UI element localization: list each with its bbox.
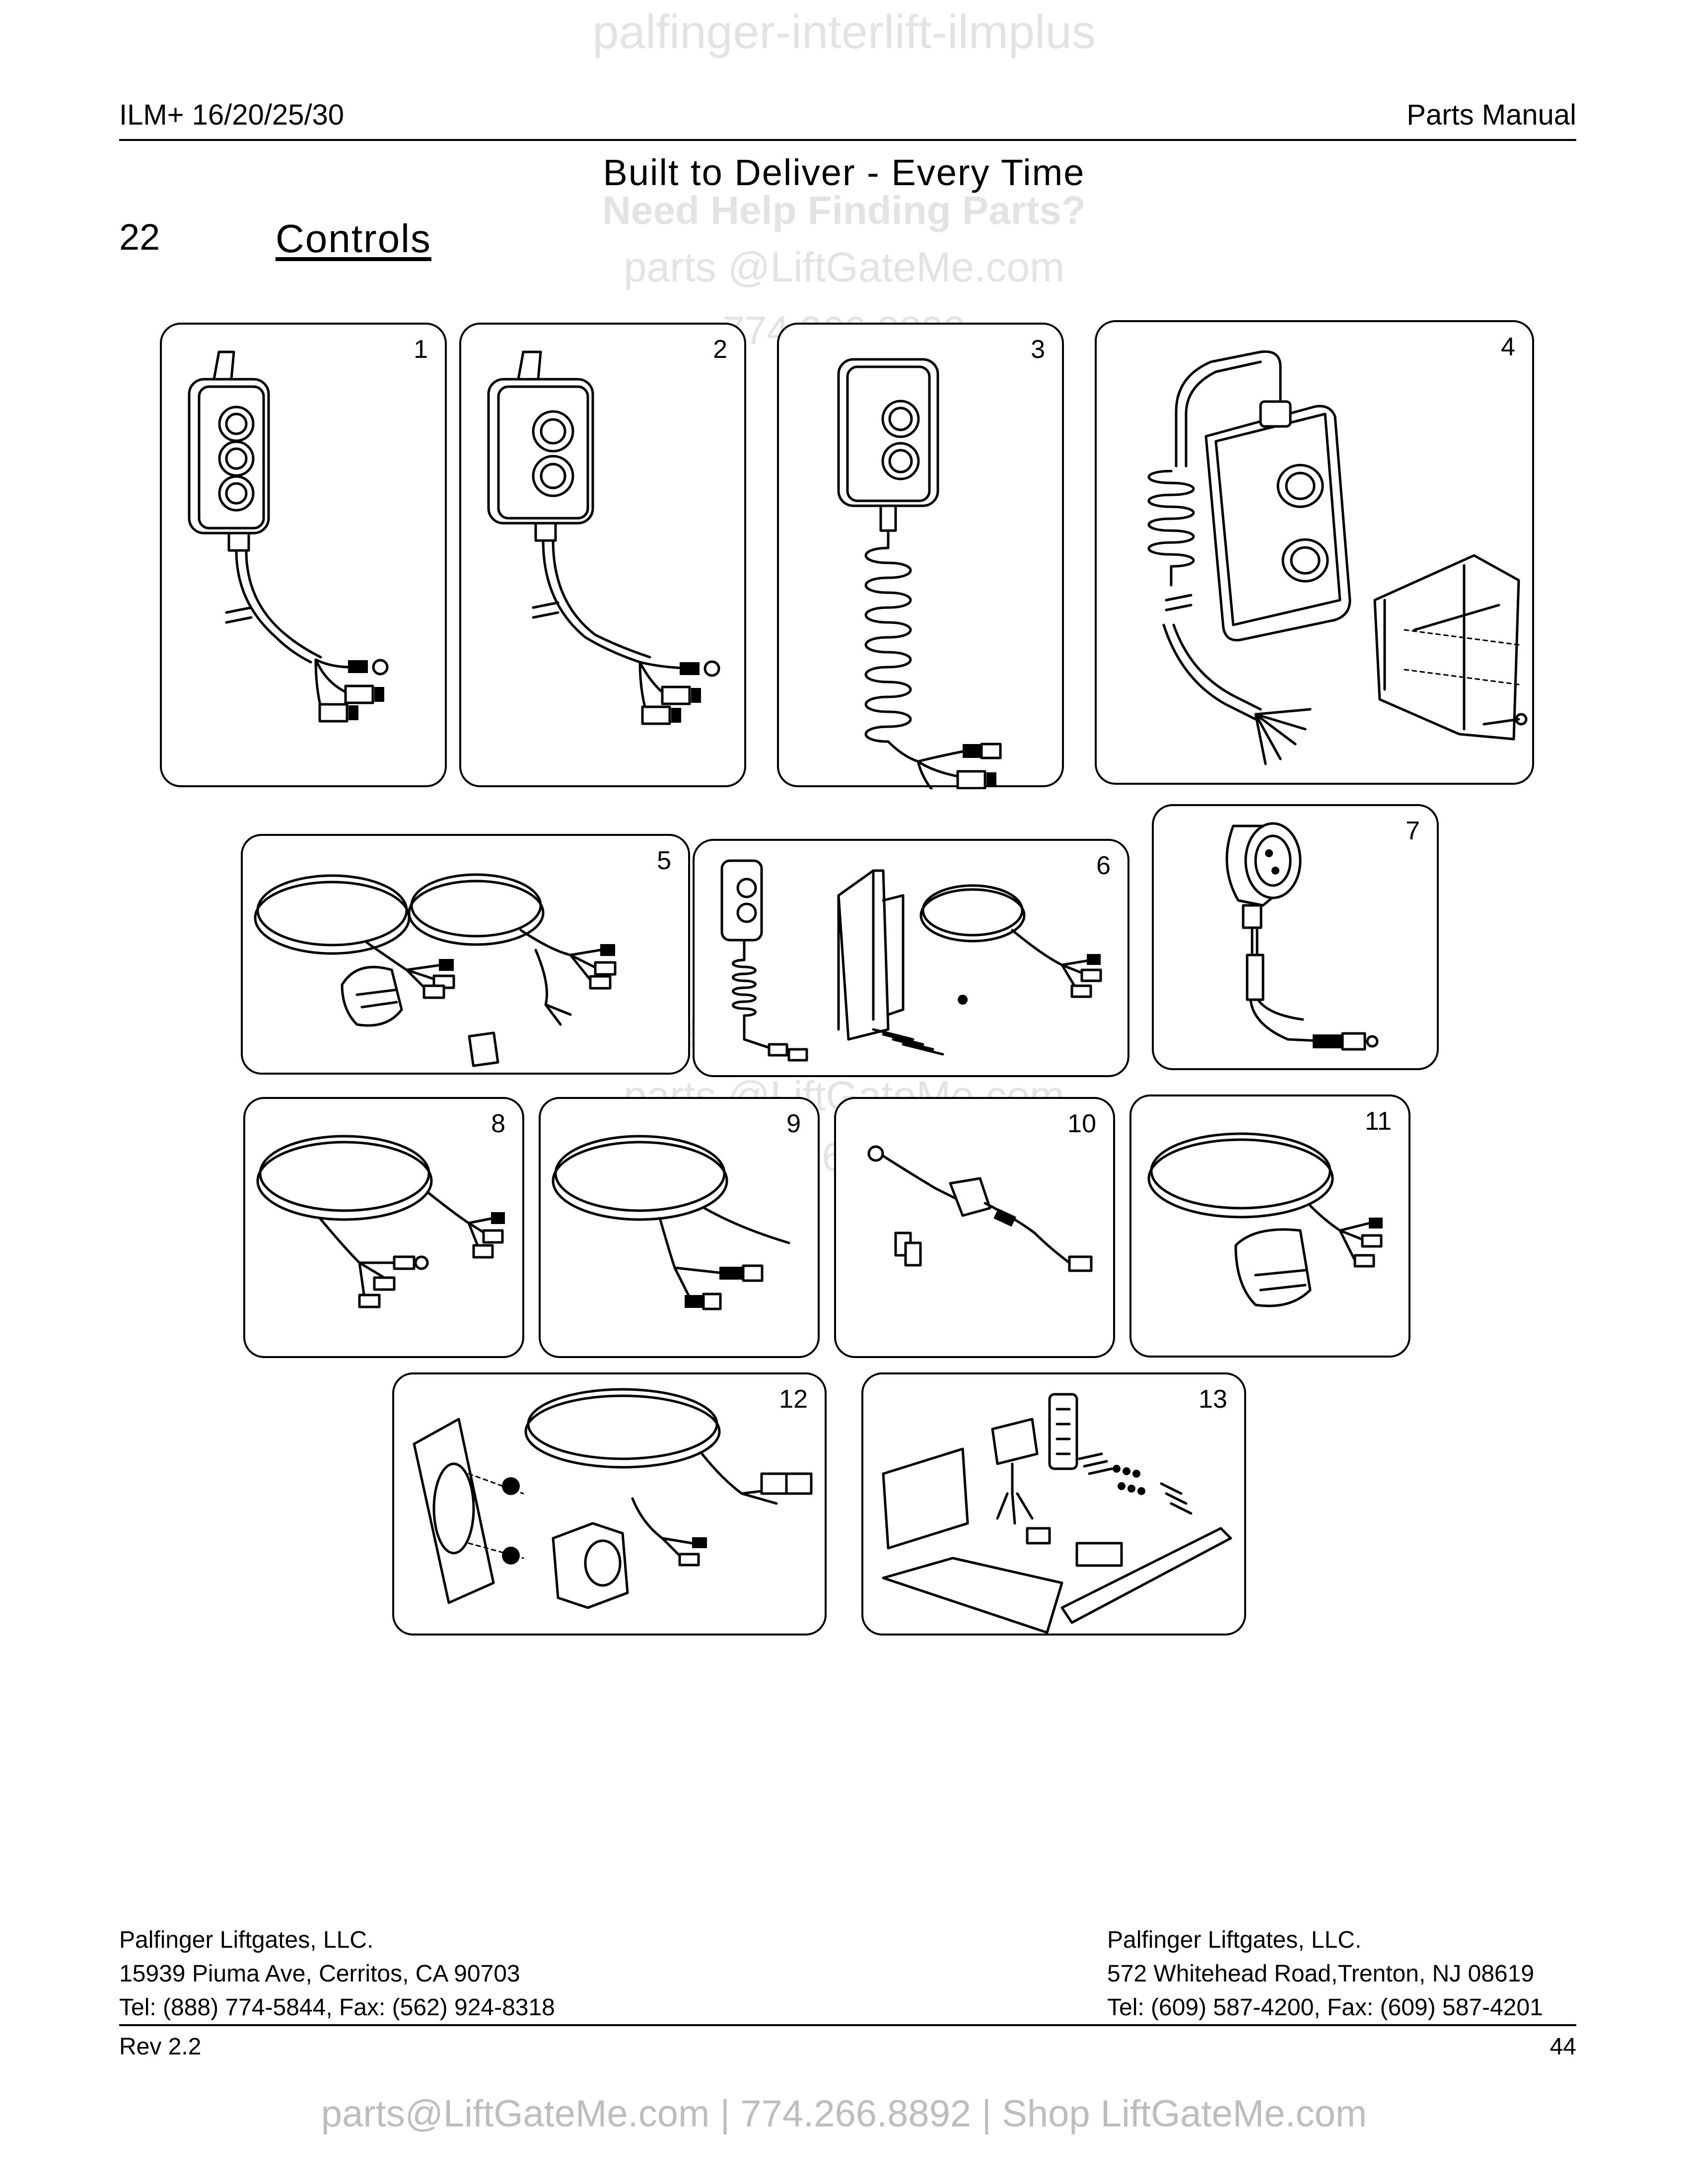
section-number: 22 bbox=[119, 216, 160, 258]
part-panel-10: 10 bbox=[834, 1097, 1115, 1358]
part-illustration-2 bbox=[487, 350, 720, 725]
footer-left-address: 15939 Piuma Ave, Cerritos, CA 90703 bbox=[119, 1961, 520, 1987]
part-number-4: 4 bbox=[1501, 333, 1515, 361]
part-illustration-11 bbox=[1147, 1132, 1383, 1307]
tagline: Built to Deliver - Every Time bbox=[603, 152, 1085, 193]
footer-revision: Rev 2.2 bbox=[119, 2034, 202, 2060]
footer-page-number: 44 bbox=[1549, 2034, 1576, 2060]
watermark-email-1: parts @LiftGateMe.com bbox=[623, 244, 1065, 290]
part-illustration-13 bbox=[882, 1393, 1232, 1634]
footer-left-company: Palfinger Liftgates, LLC. bbox=[119, 1927, 374, 1953]
part-panel-11: 11 bbox=[1129, 1094, 1410, 1358]
header-doc-type: Parts Manual bbox=[1407, 99, 1576, 131]
part-number-12: 12 bbox=[779, 1385, 808, 1414]
part-panel-2: 2 bbox=[459, 323, 746, 787]
header-rule bbox=[119, 139, 1576, 141]
part-panel-7: 7 bbox=[1152, 804, 1439, 1070]
part-number-10: 10 bbox=[1067, 1109, 1096, 1138]
footer-rule bbox=[119, 2024, 1576, 2026]
footer-left: Palfinger Liftgates, LLC. 15939 Piuma Av… bbox=[119, 1923, 555, 2025]
part-number-5: 5 bbox=[657, 846, 671, 875]
part-panel-12: 12 bbox=[392, 1372, 827, 1636]
part-number-1: 1 bbox=[414, 335, 428, 364]
part-panel-4: 4 bbox=[1095, 320, 1534, 785]
part-illustration-4 bbox=[1147, 350, 1528, 765]
part-illustration-6 bbox=[720, 859, 1102, 1062]
part-number-11: 11 bbox=[1365, 1107, 1392, 1136]
part-panel-5: 5 bbox=[241, 834, 690, 1075]
part-illustration-8 bbox=[256, 1135, 505, 1308]
part-number-13: 13 bbox=[1198, 1385, 1227, 1414]
watermark-top: palfinger-interlift-ilmplus bbox=[592, 5, 1096, 59]
footer-right-phone: Tel: (609) 587-4200, Fax: (609) 587-4201 bbox=[1107, 1994, 1543, 2021]
part-panel-13: 13 bbox=[861, 1372, 1246, 1636]
part-illustration-12 bbox=[413, 1388, 813, 1609]
part-number-2: 2 bbox=[713, 335, 727, 364]
section-title: Controls bbox=[276, 216, 431, 261]
watermark-help-1: Need Help Finding Parts? bbox=[602, 188, 1086, 232]
part-number-8: 8 bbox=[491, 1109, 505, 1138]
part-number-3: 3 bbox=[1031, 335, 1045, 364]
footer-right: Palfinger Liftgates, LLC. 572 Whitehead … bbox=[1107, 1923, 1543, 2025]
part-panel-9: 9 bbox=[539, 1097, 820, 1358]
part-illustration-1 bbox=[188, 350, 389, 723]
part-panel-6: 6 bbox=[693, 839, 1129, 1077]
part-number-9: 9 bbox=[786, 1109, 801, 1138]
part-illustration-10 bbox=[867, 1145, 1093, 1272]
footer-left-phone: Tel: (888) 774-5844, Fax: (562) 924-8318 bbox=[119, 1994, 555, 2021]
header-model: ILM+ 16/20/25/30 bbox=[119, 99, 345, 131]
part-illustration-3 bbox=[837, 358, 1002, 789]
part-illustration-5 bbox=[254, 873, 617, 1067]
bottom-contact-banner[interactable]: parts@LiftGateMe.com | 774.266.8892 | Sh… bbox=[321, 2093, 1367, 2135]
part-illustration-9 bbox=[552, 1135, 790, 1310]
part-panel-3: 3 bbox=[777, 323, 1064, 789]
part-illustration-7 bbox=[1225, 822, 1379, 1051]
part-number-7: 7 bbox=[1406, 817, 1420, 845]
part-panel-1: 1 bbox=[160, 323, 447, 787]
footer-right-company: Palfinger Liftgates, LLC. bbox=[1107, 1927, 1362, 1953]
part-number-6: 6 bbox=[1096, 851, 1111, 880]
part-panel-8: 8 bbox=[243, 1097, 524, 1358]
footer-right-address: 572 Whitehead Road,Trenton, NJ 08619 bbox=[1107, 1961, 1535, 1987]
